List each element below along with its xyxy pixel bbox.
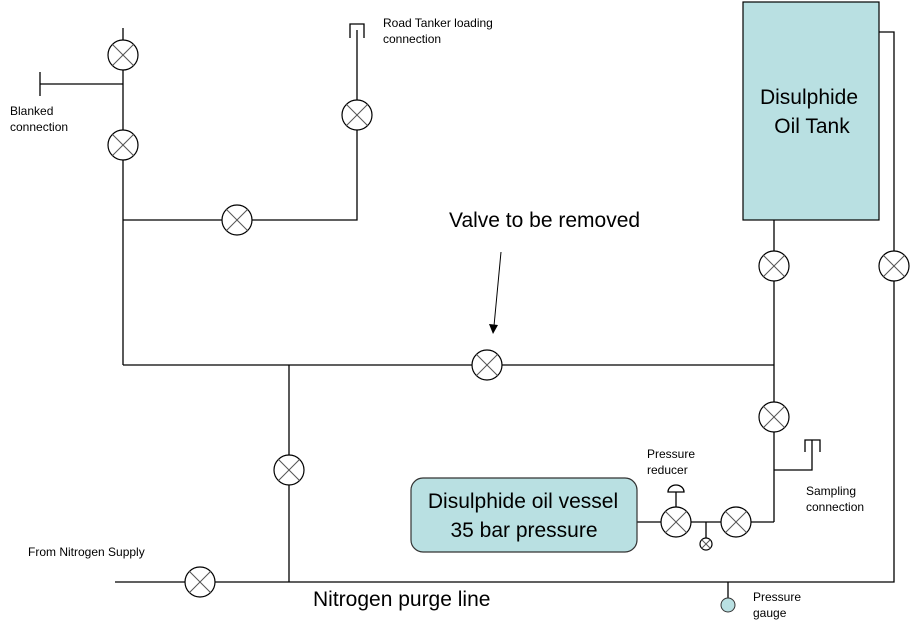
valve-removed-label: Valve to be removed [449, 209, 640, 232]
blanked-label-2: connection [10, 120, 68, 134]
blanked-label-1: Blanked [10, 104, 53, 118]
valve-icon [107, 129, 139, 161]
disulphide-oil-vessel [410, 477, 638, 553]
valve-icon [758, 250, 790, 282]
valve-icon [720, 506, 752, 538]
reducer-label-1: Pressure [647, 447, 695, 461]
tank-label-2: Oil Tank [774, 115, 850, 138]
nitrogen-supply-label: From Nitrogen Supply [28, 545, 145, 559]
vessel-label-2: 35 bar pressure [450, 519, 597, 542]
valve-icon [878, 250, 910, 282]
sampling-label-2: connection [806, 500, 864, 514]
road-tanker-label-2: connection [383, 32, 441, 46]
arrow-head-icon [489, 324, 498, 334]
road-tanker-label-1: Road Tanker loading [383, 16, 493, 30]
gauge-label-2: gauge [753, 606, 787, 620]
vessel-label-1: Disulphide oil vessel [428, 490, 618, 513]
valve-icon [273, 454, 305, 486]
pipes [39, 23, 895, 598]
valve-icon [107, 39, 139, 71]
valve-icon [471, 349, 503, 381]
valve-icon [341, 99, 373, 131]
valve-icon [758, 401, 790, 433]
valve-icon [699, 537, 713, 551]
valve-icon [184, 566, 216, 598]
pressure-gauge-icon [720, 597, 736, 613]
disulphide-oil-tank [742, 1, 880, 221]
valve-icon [660, 506, 692, 538]
arrow-line [493, 251, 502, 327]
tank-label-1: Disulphide [760, 86, 858, 109]
reducer-label-2: reducer [647, 463, 688, 477]
gauge-label-1: Pressure [753, 590, 801, 604]
sampling-label-1: Sampling [806, 484, 856, 498]
purge-line-label: Nitrogen purge line [313, 588, 490, 611]
valve-icon [221, 204, 253, 236]
